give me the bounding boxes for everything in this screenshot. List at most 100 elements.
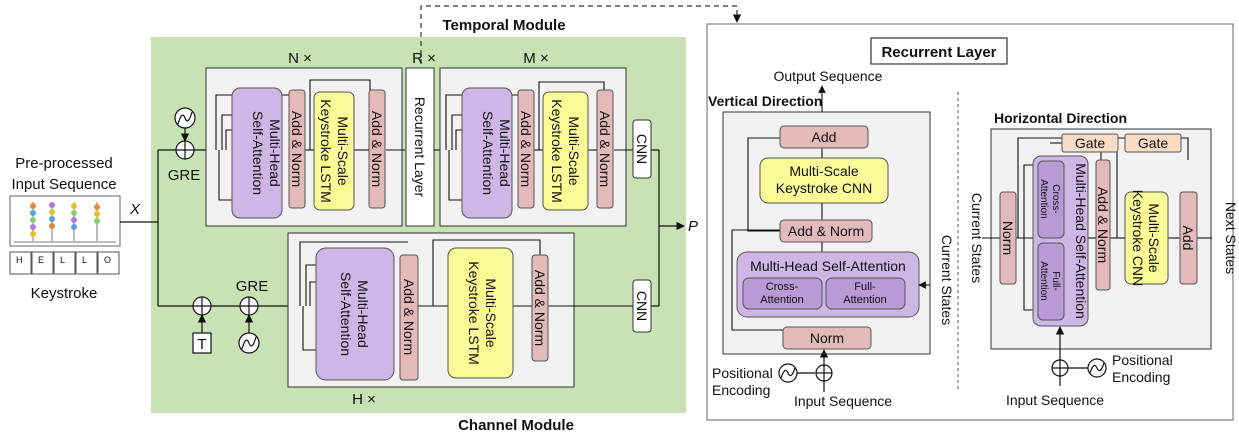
vertical-direction-label: Vertical Direction	[708, 93, 822, 109]
h-gate-2	[1124, 133, 1182, 153]
key-h	[9, 251, 32, 275]
n-mhsa-label: Multi-HeadSelf-Attention	[250, 111, 283, 195]
m-mhsa-label: Multi-HeadSelf-Attention	[480, 111, 513, 195]
h-add-block	[1179, 191, 1198, 285]
temporal-gre: GRE	[168, 107, 230, 184]
m-times-label: M ×	[523, 50, 548, 67]
recurrent-layer-label: Recurrent Layer	[412, 97, 428, 198]
h-cross-attention-block	[1037, 160, 1065, 239]
t-label: T	[197, 336, 206, 353]
h-add-norm-2-label: Add & Norm	[532, 270, 548, 346]
h-full-attention-label: Full-Attention	[1038, 261, 1061, 300]
v-cross-attention-label: Cross-Attention	[760, 281, 803, 306]
h-gate-1	[1061, 133, 1119, 153]
h-add-norm-1-label: Add & Norm	[401, 279, 417, 355]
v-add-norm-block	[779, 219, 873, 243]
key-l1	[53, 251, 76, 275]
h-mskl-label: Multi-ScaleKeystroke LSTM	[466, 261, 499, 364]
cnn-bottom-label: CNN	[634, 291, 650, 321]
h-gate-2-label: Gate	[1138, 135, 1169, 151]
v-add-label: Add	[812, 129, 837, 145]
n-add-norm-2-label: Add & Norm	[369, 111, 385, 187]
h-mhsa-label: Multi-HeadSelf-Attention	[338, 272, 371, 356]
temporal-module-title: Temporal Module	[442, 17, 565, 34]
gre-bottom-label: GRE	[236, 278, 269, 295]
h-norm-block	[999, 191, 1017, 285]
n-add-norm-2	[368, 89, 386, 209]
key-label-e: E	[38, 255, 44, 265]
key-o	[97, 251, 120, 275]
h-mhsa-label-right: Multi-Head Self-Attention	[1073, 163, 1089, 319]
dot-columns	[14, 202, 116, 243]
x-label: X	[129, 201, 141, 218]
n-mskl-block	[313, 91, 355, 211]
output-sequence-label: Output Sequence	[774, 68, 883, 84]
v-full-attention-block	[825, 277, 906, 310]
h-norm-label: Norm	[1000, 221, 1016, 255]
n-times-label: N ×	[288, 50, 312, 67]
input-section: Pre-processed Input Sequence H E L L O	[9, 155, 141, 302]
dashed-link	[420, 5, 742, 64]
n-add-norm-1-label: Add & Norm	[289, 111, 305, 187]
m-block-wiring	[445, 81, 633, 201]
h-mhsa-block	[315, 247, 395, 381]
h-mskc-block	[1124, 191, 1169, 285]
pre-processed-label-1: Pre-processed	[15, 155, 113, 172]
next-states-label: Next States	[1223, 202, 1239, 274]
recurrent-layer-title: Recurrent Layer	[881, 44, 996, 61]
v-add-norm-label: Add & Norm	[788, 223, 864, 239]
v-full-attention-label: Full-Attention	[843, 281, 886, 306]
n-mskl-label: Multi-ScaleKeystroke LSTM	[318, 99, 351, 202]
recurrent-layer-block	[405, 67, 435, 227]
v-norm-label: Norm	[810, 330, 844, 346]
m-mhsa-block	[461, 87, 513, 219]
h-add-norm-label: Add & Norm	[1095, 187, 1111, 263]
input-sequence-panel	[9, 195, 121, 247]
input-wiring	[120, 149, 193, 307]
recurrent-layer-title-box	[870, 37, 1008, 65]
h-gate-1-label: Gate	[1075, 135, 1106, 151]
v-add-block	[779, 125, 869, 149]
h-positional-encoding	[1051, 326, 1107, 386]
p-label: P	[688, 218, 698, 235]
m-mskl-block	[542, 91, 589, 211]
h-mskl-block	[447, 247, 514, 379]
channel-module-title: Channel Module	[458, 417, 574, 434]
m-add-norm-1	[517, 89, 535, 209]
v-cross-attention-block	[742, 277, 823, 310]
v-mhsa-label: Multi-Head Self-Attention	[750, 258, 906, 274]
m-add-norm-2	[596, 89, 614, 209]
h-cross-attention-label: Cross-Attention	[1038, 179, 1061, 218]
keyboard-keys: H E L L O	[9, 251, 120, 275]
h-current-states-label: Current States	[969, 193, 985, 283]
h-add-norm-2	[531, 254, 549, 362]
v-mskc-block	[759, 157, 889, 204]
horizontal-direction-label: Horizontal Direction	[994, 110, 1127, 126]
key-label-l1: L	[60, 255, 65, 265]
gre-top-label: GRE	[168, 167, 201, 184]
h-add-norm-block	[1095, 159, 1111, 291]
keystroke-label: Keystroke	[31, 285, 98, 302]
v-positional-encoding	[778, 349, 833, 392]
v-input-sequence-label: Input Sequence	[794, 393, 892, 409]
v-norm-block	[782, 326, 872, 350]
channel-gre: T GRE	[192, 278, 300, 354]
h-mskc-label: Multi-ScaleKeystroke CNN	[1130, 190, 1162, 286]
h-input-sequence-label: Input Sequence	[1006, 392, 1104, 408]
n-add-norm-1	[288, 89, 306, 209]
h-add-norm-1	[399, 254, 419, 381]
m-mskl-label: Multi-ScaleKeystroke LSTM	[549, 99, 582, 202]
key-label-l2: L	[82, 255, 87, 265]
r-times-label: R ×	[412, 50, 436, 67]
v-current-states-label: Current States	[939, 235, 955, 325]
cnn-top-label: CNN	[634, 134, 650, 164]
h-block-wiring	[299, 239, 633, 351]
m-add-norm-1-label: Add & Norm	[518, 111, 534, 187]
cnn-top-block	[632, 119, 652, 179]
pre-processed-label-2: Input Sequence	[11, 176, 116, 193]
key-label-h: H	[16, 255, 23, 265]
